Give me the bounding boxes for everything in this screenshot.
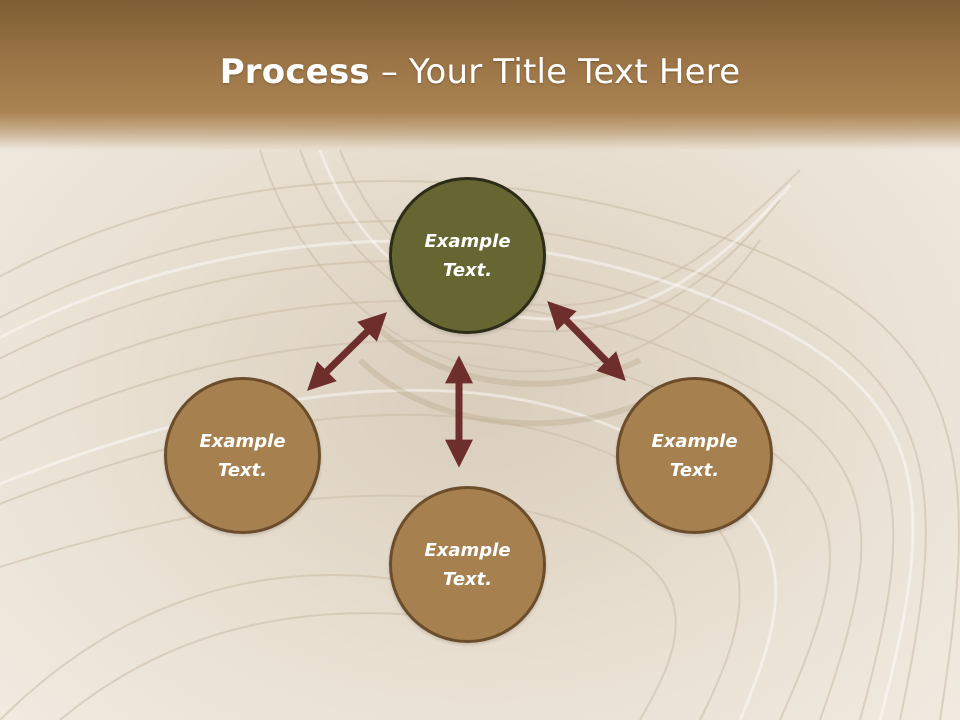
arrow-top-left [307, 312, 387, 391]
title-bold: Process [219, 52, 370, 92]
slide-title: Process – Your Title Text Here [0, 52, 960, 92]
node-bottom: Example Text. [389, 486, 546, 643]
arrow-top-right [547, 301, 626, 381]
node-top-label: Example Text. [424, 230, 511, 281]
node-right: Example Text. [616, 377, 773, 534]
header-band [0, 0, 960, 150]
node-left: Example Text. [164, 377, 321, 534]
node-right-label: Example Text. [651, 430, 738, 481]
node-top: Example Text. [389, 177, 546, 334]
title-rest: – Your Title Text Here [369, 52, 741, 92]
node-left-label: Example Text. [199, 430, 286, 481]
node-bottom-label: Example Text. [424, 539, 511, 590]
